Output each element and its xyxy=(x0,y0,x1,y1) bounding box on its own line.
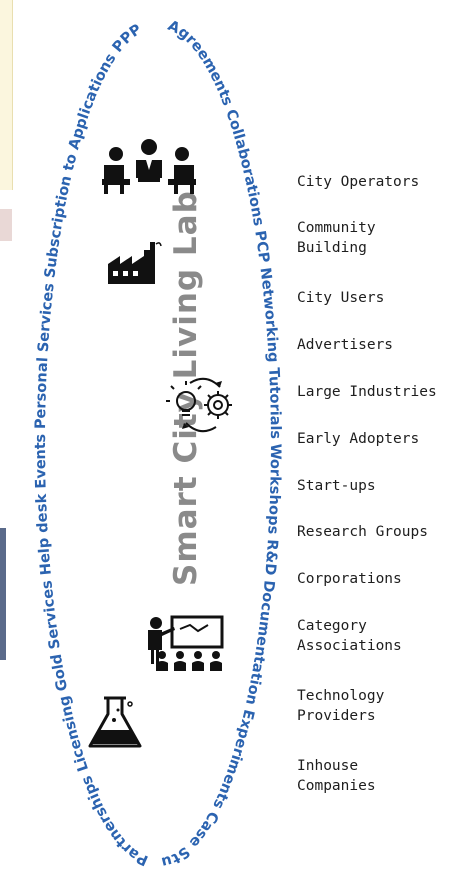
lab-title: Smart City Living Lab xyxy=(168,190,204,586)
stakeholder-city-users: City Users xyxy=(297,290,385,306)
ring-word: PPP xyxy=(106,21,144,59)
stakeholder-early-adopters: Early Adopters xyxy=(297,431,420,447)
left-panel-fragment-mid xyxy=(0,209,12,241)
ring-word: Tutorials xyxy=(265,362,283,439)
ring-word: Documentation xyxy=(242,575,277,707)
ring-word: Gold Services xyxy=(39,579,72,697)
ring-word: Collaborations xyxy=(220,102,266,227)
factory-icon xyxy=(108,242,162,284)
stakeholder-corporations: Corporations xyxy=(297,571,402,587)
teacher-presentation-icon xyxy=(148,615,224,671)
stakeholder-start-ups: Start-ups xyxy=(297,478,376,494)
stakeholder-advertisers: Advertisers xyxy=(297,337,394,353)
ring-word: PCP xyxy=(250,224,271,264)
lab-flask-icon xyxy=(88,696,142,748)
ring-word: Partnerships xyxy=(79,773,151,868)
ring-word: Help desk xyxy=(34,493,55,581)
people-meeting-icon xyxy=(102,139,196,194)
left-panel-fragment xyxy=(0,0,13,190)
ring-word: R&D xyxy=(261,534,280,576)
stakeholder-city-operators: City Operators xyxy=(297,174,420,190)
ring-word: Networking xyxy=(256,262,281,363)
ring-word: Experiments xyxy=(209,703,258,811)
stakeholder-large-industries: Large Industries xyxy=(297,384,437,400)
left-panel-fragment-bar xyxy=(0,528,6,660)
ring-word: Agreements xyxy=(165,18,235,108)
ring-word: Personal Services xyxy=(33,282,58,434)
lightbulb-gear-cycle-icon xyxy=(166,377,232,433)
stakeholder-research-groups: Research Groups xyxy=(297,524,428,540)
ring-word: Workshops xyxy=(264,439,283,535)
ring-word: Events xyxy=(33,434,50,494)
